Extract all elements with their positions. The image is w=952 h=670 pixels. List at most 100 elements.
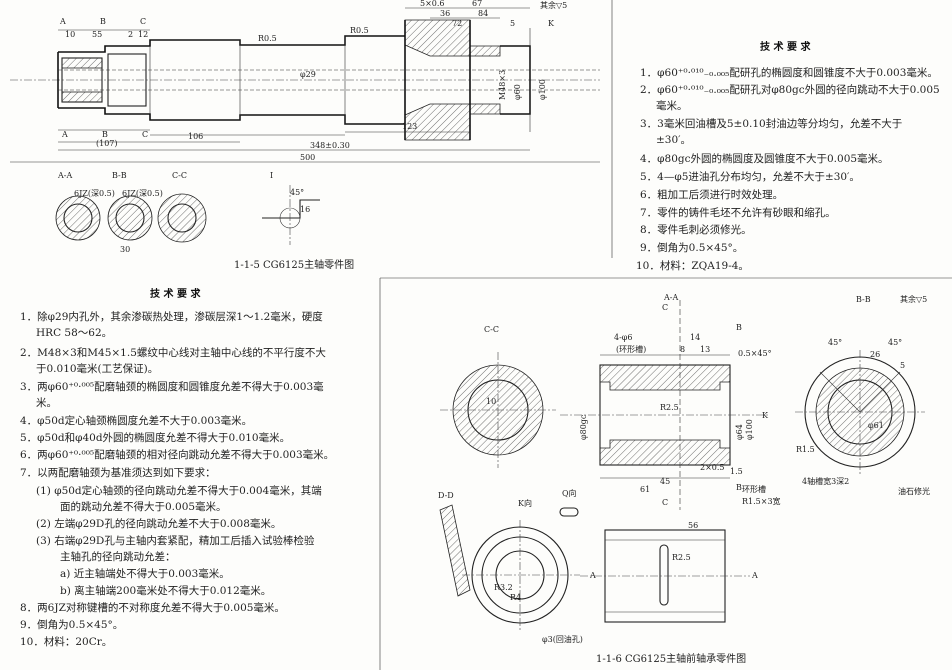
fig2-section-aa: [560, 300, 770, 510]
fig2-tech-line: 2．φ60⁺⁰·⁰¹⁰₋₀.₀₀₅配研孔对φ80gc外圆的径向跳动不大于0.00…: [640, 83, 940, 96]
dim-r25: R2.5: [660, 403, 679, 412]
view-q-label: Q向: [562, 488, 577, 498]
fig2-label-a2: A: [751, 571, 758, 580]
fig2-outer-view: [580, 529, 750, 623]
fig1-tech-requirements: 技 术 要 求 1．除φ29内孔外，其余渗碳热处理，渗碳层深1～1.2毫米，硬度…: [20, 287, 334, 648]
fig1-tech-line: (2) 左端φ29D孔的径向跳动允差不大于0.008毫米。: [36, 517, 281, 530]
dim-8: 8: [680, 345, 685, 354]
fig2-caption: 1-1-6 CG6125主轴前轴承零件图: [596, 652, 746, 665]
dim-5x06: 5×0.6: [420, 0, 445, 8]
dim-2x05: 2×0.5: [700, 463, 725, 472]
fig2-tech-line: 3．3毫米回油槽及5±0.10封油边等分均匀，允差不大于: [640, 117, 902, 130]
fig2-label-b2: B: [736, 483, 742, 492]
fig1-tech-line: 于0.010毫米(工艺保证)。: [36, 362, 158, 375]
view-k-label: K向: [518, 498, 532, 508]
fig2-view-k: [462, 520, 580, 630]
dim-55: 55: [92, 30, 102, 39]
section-aa-label2: A-A: [663, 293, 678, 302]
dim-sq: 油石修光: [898, 486, 930, 496]
dim-67: 67: [472, 0, 482, 8]
fig2-tech-line: 7．零件的铸件毛坯不允许有砂眼和缩孔。: [640, 206, 836, 219]
fig1-tech-line: (1) φ50d定心轴颈的径向跳动允差不得大于0.004毫米，其端: [36, 484, 322, 497]
fig1-label-a: A: [59, 17, 66, 26]
fig2-section-dd: [439, 504, 471, 597]
dim-m48: M48×3: [498, 70, 507, 100]
fig2-label-c: C: [662, 303, 668, 312]
fig1-tech-line: 5．φ50d和φ40d外圆的椭圆度允差不得大于0.010毫米。: [20, 431, 290, 444]
fig1-tech-line: 主轴孔的径向跳动允差：: [60, 550, 176, 563]
dim-slot: (环形槽): [616, 344, 646, 354]
dim-phi3: φ3(回油孔): [542, 634, 583, 644]
fig2-tech-line: ±30′。: [656, 134, 691, 146]
dim-26: 26: [870, 350, 880, 359]
fig1-tech-line: (3) 右端φ29D孔与主轴内套紧配，精加工后插入试验棒检验: [36, 534, 315, 547]
dim-14: 14: [690, 333, 700, 342]
dim-phi29: φ29: [300, 70, 316, 79]
dim-16: 16: [300, 205, 310, 214]
fig2-tech-requirements: 技 术 要 求 1．φ60⁺⁰·⁰¹⁰₋₀.₀₀₅配研孔的椭圆度和圆锥度不大于0…: [636, 40, 940, 272]
section-cc-label: C-C: [172, 171, 187, 180]
section-bb: [107, 195, 153, 241]
dim-15: 1.5: [730, 467, 743, 476]
fig1-tech-line: a) 近主轴端处不得大于0.003毫米。: [60, 567, 230, 580]
fig1-tech-line: 1．除φ29内孔外，其余渗碳热处理，渗碳层深1～1.2毫米，硬度: [20, 310, 323, 323]
dim-10: 10: [486, 397, 496, 406]
fig1-tech-line: b) 离主轴端200毫米处不得大于0.012毫米。: [60, 584, 271, 597]
fig2-bearing-drawing: A-A B-B 其余▽5 C-C: [438, 293, 930, 665]
dim-56: 56: [688, 521, 698, 530]
fig1-tech-line: 面的跳动允差不得大于0.005毫米。: [60, 500, 227, 513]
dim-phi60: φ60: [513, 84, 522, 100]
dim-ring2: R1.5×3宽: [742, 496, 781, 506]
fig1-label-c: C: [140, 17, 146, 26]
dim-107: (107): [96, 139, 118, 148]
fig2-tech-line: 6．粗加工后须进行时效处理。: [640, 188, 783, 201]
dim-123: 123: [402, 122, 417, 131]
section-aa: [55, 195, 101, 241]
dim-12: 12: [138, 30, 148, 39]
dim-45: 45°: [290, 188, 304, 197]
fig2-label-a: A: [589, 571, 596, 580]
dim-r4: R4: [510, 593, 521, 602]
fig2-section-cc: [440, 352, 556, 468]
fig2-tech-line: 10．材料：ZQA19-4。: [636, 259, 749, 272]
dim-84: 84: [478, 9, 488, 18]
dim-k: K: [548, 19, 555, 28]
fig1-tech-line: 4．φ50d定心轴颈椭圆度允差不大于0.003毫米。: [20, 414, 252, 427]
spindle-outline: [57, 19, 600, 141]
fig1-tech-line: 7．以两配磨轴颈为基准须达到如下要求：: [20, 466, 216, 479]
fig2-label-k: K: [762, 411, 769, 420]
dim-r32: R3.2: [494, 583, 513, 592]
dim-r05b: R0.5: [350, 26, 369, 35]
fig1-tech-line: 8．两6JZ对称键槽的不对称度允差不得大于0.005毫米。: [20, 601, 285, 614]
dim-phi80: φ80gc: [579, 414, 588, 440]
fig2-tech-title: 技 术 要 求: [760, 40, 811, 53]
fig2-tech-line: 5．4—φ5进油孔分布均匀，允差不大于±30′。: [640, 170, 860, 183]
dim-106: 106: [188, 132, 203, 141]
section-cc: [157, 193, 207, 243]
dim-2: 2: [128, 30, 133, 39]
dim-45b: 45°: [888, 338, 902, 347]
dim-chamf: 0.5×45°: [738, 349, 772, 358]
fig1-rough: 其余▽5: [540, 0, 567, 10]
dim-5: 5: [510, 19, 515, 28]
fig1-tech-line: 10．材料：20Cr。: [20, 635, 112, 648]
dim-r05: R0.5: [258, 34, 277, 43]
fig2-section-bb: [795, 350, 925, 475]
section-bb-label2: B-B: [856, 295, 871, 304]
fig2-tech-line: 4．φ80gc外圆的椭圆度及圆锥度不大于0.005毫米。: [640, 152, 889, 165]
dim-348: 348±0.30: [310, 141, 350, 150]
dim-ring: 环形槽: [742, 484, 766, 494]
fig2-tech-line: 9．倒角为0.5×45°。: [640, 242, 743, 254]
fig1-tech-line: 9．倒角为0.5×45°。: [20, 619, 123, 631]
dim-36: 36: [440, 9, 450, 18]
fig1-tech-line: 6．两φ60⁺⁰·⁰⁰⁵配磨轴颈的相对径向跳动允差不得大于0.003毫米。: [20, 448, 334, 461]
fig2-view-q: [559, 507, 579, 517]
dim-4phi6: 4-φ6: [614, 333, 632, 342]
dim-4hole: 4轴槽宽3深2: [802, 476, 849, 486]
fig1-label-b: B: [100, 17, 106, 26]
section-bb-label: B-B: [112, 171, 127, 180]
dim-phi61: φ61: [868, 421, 884, 430]
fig1-tech-line: 米。: [36, 396, 57, 409]
